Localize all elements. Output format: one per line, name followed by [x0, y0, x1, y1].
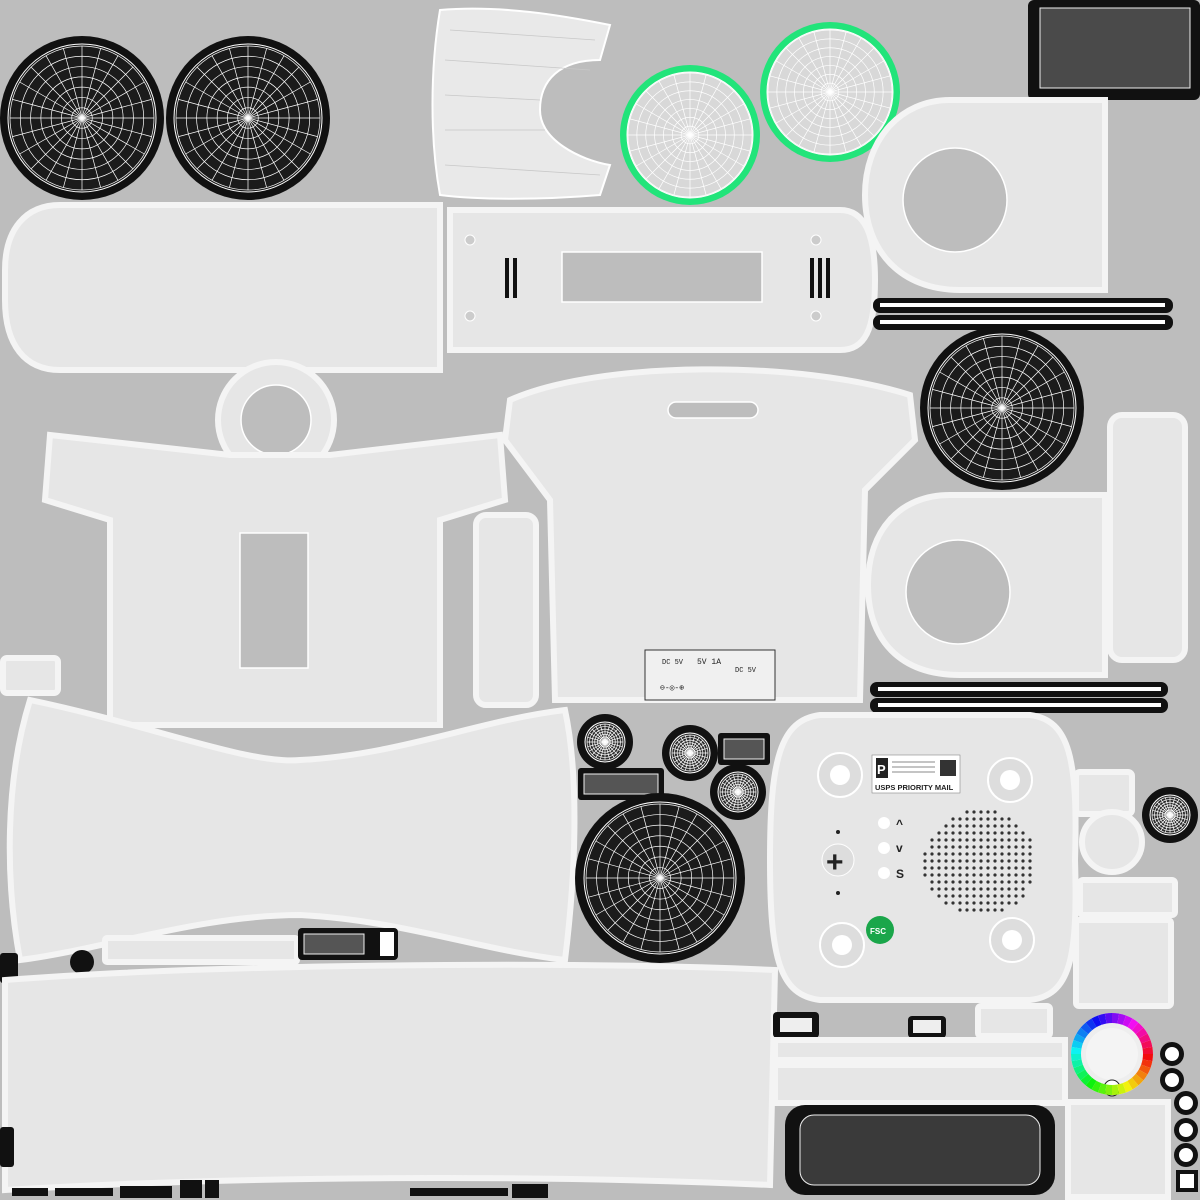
grille-chip-1 — [718, 733, 770, 765]
color-wheel-segment — [1076, 1069, 1089, 1081]
speaker-grille-dots — [923, 810, 1032, 912]
fsc-badge-text: FSC — [870, 927, 886, 936]
color-wheel-segment — [1117, 1083, 1127, 1095]
wire-web — [719, 773, 757, 811]
color-wheel-segment — [1071, 1059, 1083, 1069]
grille-chip-2 — [578, 768, 664, 800]
bottom-strip-right-1 — [772, 1037, 1068, 1063]
color-wheel-segment — [1131, 1073, 1144, 1086]
wire-web — [9, 45, 155, 191]
color-wheel-segment — [1080, 1022, 1093, 1035]
color-wheel-segment — [1073, 1064, 1086, 1075]
top-control-panel: P USPS PRIORITY MAIL ^ v S + FSC — [766, 712, 1079, 1003]
color-wheel-segment — [1141, 1039, 1153, 1049]
shipping-sticker: P USPS PRIORITY MAIL — [871, 754, 961, 794]
knob-ring-top — [861, 97, 1108, 293]
color-wheel-segment — [1135, 1069, 1148, 1081]
handle-top-piece — [431, 7, 612, 200]
grille-chip-3 — [298, 928, 398, 960]
color-wheel-segment — [1091, 1080, 1102, 1093]
side-panel-long — [2, 202, 443, 373]
color-wheel-segment — [1097, 1083, 1107, 1095]
rail-bottom — [870, 682, 1168, 713]
color-wheel-segment — [1122, 1015, 1133, 1028]
color-wheel-segment — [1135, 1027, 1148, 1039]
color-wheel-segment — [1104, 1084, 1113, 1095]
color-wheel-segment — [1104, 1013, 1113, 1024]
wire-web — [767, 29, 893, 155]
wire-web — [585, 803, 735, 953]
tiny-part-left-1 — [0, 953, 18, 983]
color-wheel-segment — [1085, 1077, 1097, 1090]
color-wheel-segment — [1111, 1013, 1120, 1024]
color-wheel-segment — [1131, 1022, 1144, 1035]
port-label-dc-right: DC 5V — [735, 667, 757, 675]
bottom-wrap-band — [2, 961, 779, 1194]
wire-web — [627, 72, 753, 198]
wire-web — [175, 45, 321, 191]
bottom-strip-thin — [102, 935, 300, 965]
fsc-badge: FSC — [866, 916, 894, 944]
grille-block-top — [1028, 0, 1200, 100]
color-wheel-segment — [1091, 1015, 1102, 1028]
color-wheel-segment — [1076, 1027, 1089, 1039]
rail-top — [873, 298, 1173, 330]
control-buttons: ^ v S + — [821, 817, 904, 895]
color-wheel-segment — [1071, 1039, 1083, 1049]
wrap-strip-large — [6, 696, 578, 964]
grille-bottom-large — [785, 1105, 1055, 1195]
color-wheel-segment — [1142, 1053, 1153, 1062]
bottom-edge-bits — [0, 1127, 548, 1198]
bottom-strip-right-2 — [772, 1062, 1068, 1106]
front-panel-display — [447, 207, 879, 353]
capsule-vertical-mid — [473, 512, 539, 708]
color-wheel-segment — [1097, 1013, 1107, 1025]
color-wheel-segment — [1141, 1059, 1153, 1069]
screw-caps-column — [1160, 1042, 1198, 1192]
color-wheel-segment — [1117, 1013, 1127, 1025]
wire-web — [929, 335, 1075, 481]
bottom-grille-small — [975, 1003, 1053, 1039]
polarity-symbol: ⊖-◎-⊕ — [660, 684, 684, 693]
volume-plus-icon: + — [826, 846, 844, 879]
color-wheel-segment — [1142, 1046, 1153, 1055]
color-wheel-segment — [1122, 1080, 1133, 1093]
wire-web — [671, 734, 709, 772]
knob-ring-bottom — [864, 492, 1108, 678]
tiny-knob-left — [70, 950, 94, 974]
back-panel-with-ring — [41, 359, 509, 728]
sticker-title: USPS PRIORITY MAIL — [875, 783, 954, 792]
rear-panel-ports: DC 5V 5V 1A DC 5V ⊖-◎-⊕ — [501, 366, 919, 703]
color-wheel-segment — [1127, 1018, 1139, 1031]
color-wheel-segment — [1071, 1053, 1082, 1062]
small-tab-left — [0, 655, 61, 696]
color-wheel-segment — [1080, 1073, 1093, 1086]
wire-web — [1151, 796, 1189, 834]
color-wheel-segment — [1138, 1033, 1151, 1044]
bottom-black-chip-1 — [773, 1012, 819, 1038]
button-up-label: ^ — [896, 817, 903, 831]
button-down-label: v — [896, 841, 903, 855]
wire-web — [586, 723, 624, 761]
color-wheel-marker — [1071, 1013, 1153, 1097]
capsule-vertical-right — [1107, 412, 1188, 663]
color-wheel-segment — [1085, 1018, 1097, 1031]
bottom-block-right — [1065, 1099, 1171, 1200]
color-wheel-segment — [1111, 1084, 1120, 1095]
port-label-spec: 5V 1A — [697, 658, 721, 667]
color-wheel-segment — [1073, 1033, 1086, 1044]
color-wheel-segment — [1127, 1077, 1139, 1090]
small-cylinder-right — [1073, 769, 1178, 1009]
sticker-logo: P — [877, 762, 886, 777]
color-wheel-segment — [1138, 1064, 1151, 1075]
bottom-black-chip-2 — [908, 1016, 946, 1038]
button-s-label: S — [896, 867, 904, 881]
color-wheel-segment — [1071, 1046, 1082, 1055]
port-label-dc-left: DC 5V — [662, 659, 684, 667]
